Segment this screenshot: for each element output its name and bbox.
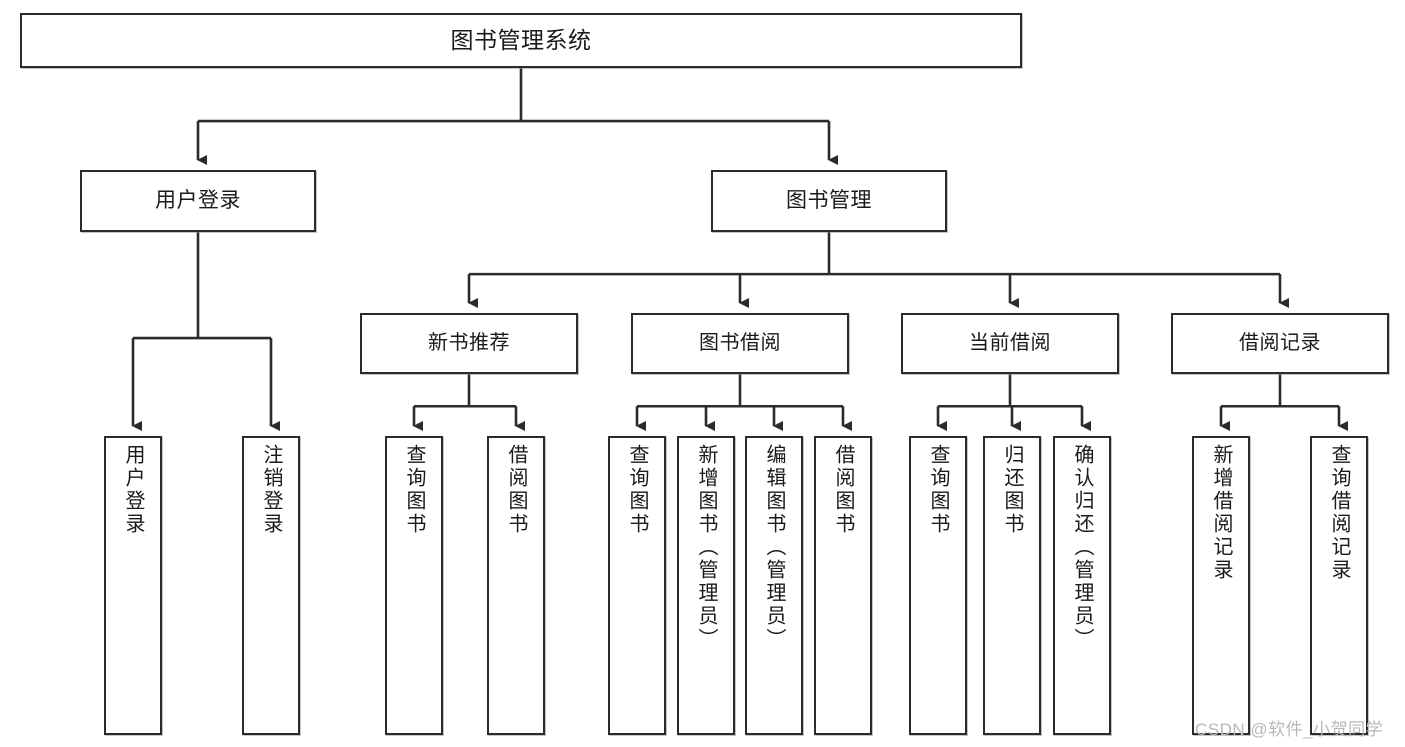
node-leaf-cb-confirm[interactable]: 确认归还（管理员）	[1053, 436, 1111, 735]
node-label: 查询借阅记录	[1328, 444, 1350, 582]
node-user-login[interactable]: 用户登录	[80, 170, 316, 232]
node-label: 图书管理	[786, 188, 872, 212]
node-label: 查询图书	[626, 444, 648, 536]
node-leaf-user-logout[interactable]: 注销登录	[242, 436, 300, 735]
node-label: 归还图书	[1001, 444, 1023, 536]
node-book-manage[interactable]: 图书管理	[711, 170, 947, 232]
node-label: 注销登录	[260, 444, 282, 536]
node-label: 新增借阅记录	[1210, 444, 1232, 582]
node-leaf-br-add[interactable]: 新增借阅记录	[1192, 436, 1250, 735]
node-label: 图书管理系统	[450, 27, 592, 54]
node-label: 借阅图书	[832, 444, 854, 536]
node-leaf-nb-borrow[interactable]: 借阅图书	[487, 436, 545, 735]
node-label: 借阅图书	[505, 444, 527, 536]
node-leaf-cb-return[interactable]: 归还图书	[983, 436, 1041, 735]
node-label: 查询图书	[927, 444, 949, 536]
node-new-book-recommend[interactable]: 新书推荐	[360, 313, 578, 374]
node-leaf-nb-query[interactable]: 查询图书	[385, 436, 443, 735]
node-label: 借阅记录	[1239, 331, 1321, 354]
node-label: 新书推荐	[428, 331, 510, 354]
node-label: 用户登录	[122, 444, 144, 536]
node-label: 用户登录	[155, 188, 241, 212]
node-current-borrow[interactable]: 当前借阅	[901, 313, 1119, 374]
node-leaf-bb-borrow[interactable]: 借阅图书	[814, 436, 872, 735]
node-root[interactable]: 图书管理系统	[20, 13, 1022, 68]
node-label: 编辑图书（管理员）	[763, 444, 785, 651]
node-borrow-record[interactable]: 借阅记录	[1171, 313, 1389, 374]
node-leaf-bb-add[interactable]: 新增图书（管理员）	[677, 436, 735, 735]
node-label: 查询图书	[403, 444, 425, 536]
node-leaf-bb-edit[interactable]: 编辑图书（管理员）	[745, 436, 803, 735]
node-leaf-cb-query[interactable]: 查询图书	[909, 436, 967, 735]
node-leaf-br-query[interactable]: 查询借阅记录	[1310, 436, 1368, 735]
node-label: 确认归还（管理员）	[1071, 444, 1093, 651]
node-label: 图书借阅	[699, 331, 781, 354]
node-leaf-bb-query[interactable]: 查询图书	[608, 436, 666, 735]
node-book-borrow[interactable]: 图书借阅	[631, 313, 849, 374]
node-leaf-user-login[interactable]: 用户登录	[104, 436, 162, 735]
node-label: 当前借阅	[969, 331, 1051, 354]
node-label: 新增图书（管理员）	[695, 444, 717, 651]
